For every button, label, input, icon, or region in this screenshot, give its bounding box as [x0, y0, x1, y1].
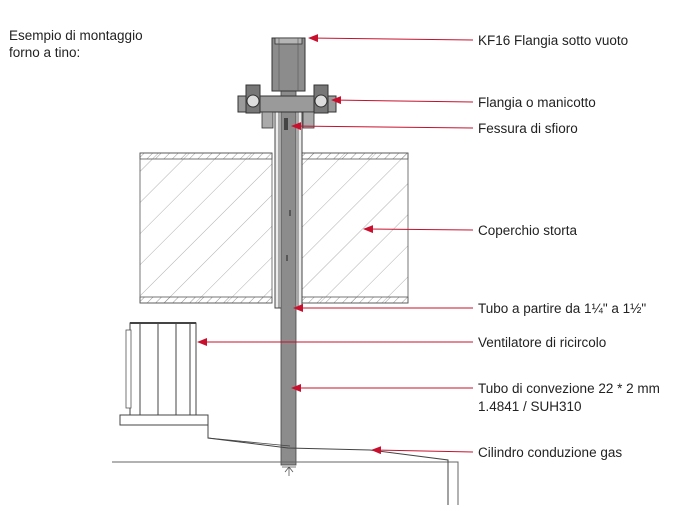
- gas-cylinder: [112, 425, 459, 505]
- label-kf16-flange: KF16 Flangia sotto vuoto: [478, 33, 628, 48]
- labels: KF16 Flangia sotto vuoto Flangia o manic…: [478, 33, 660, 460]
- diagram-caption: Esempio di montaggio forno a tino:: [9, 27, 143, 61]
- recirculation-fan: [119, 322, 209, 426]
- caption-line-1: Esempio di montaggio: [9, 28, 143, 43]
- flange-sleeve: [237, 84, 337, 129]
- caption-line-2: forno a tino:: [9, 45, 81, 60]
- label-recirculation-fan: Ventilatore di ricircolo: [478, 335, 606, 350]
- label-outer-tube: Tubo a partire da 1¼" a 1½": [478, 301, 646, 316]
- label-flange-sleeve: Flangia o manicotto: [478, 95, 596, 110]
- label-retort-lid: Coperchio storta: [478, 223, 578, 238]
- retort-lid: [139, 152, 409, 304]
- label-overflow-slot: Fessura di sfioro: [478, 121, 578, 136]
- label-gas-cylinder: Cilindro conduzione gas: [478, 445, 622, 460]
- label-convection-tube: Tubo di convezione 22 * 2 mm: [478, 381, 660, 396]
- kf16-flange: [271, 37, 306, 92]
- label-tube-material: 1.4841 / SUH310: [478, 399, 582, 414]
- leader-arrows: [197, 34, 474, 455]
